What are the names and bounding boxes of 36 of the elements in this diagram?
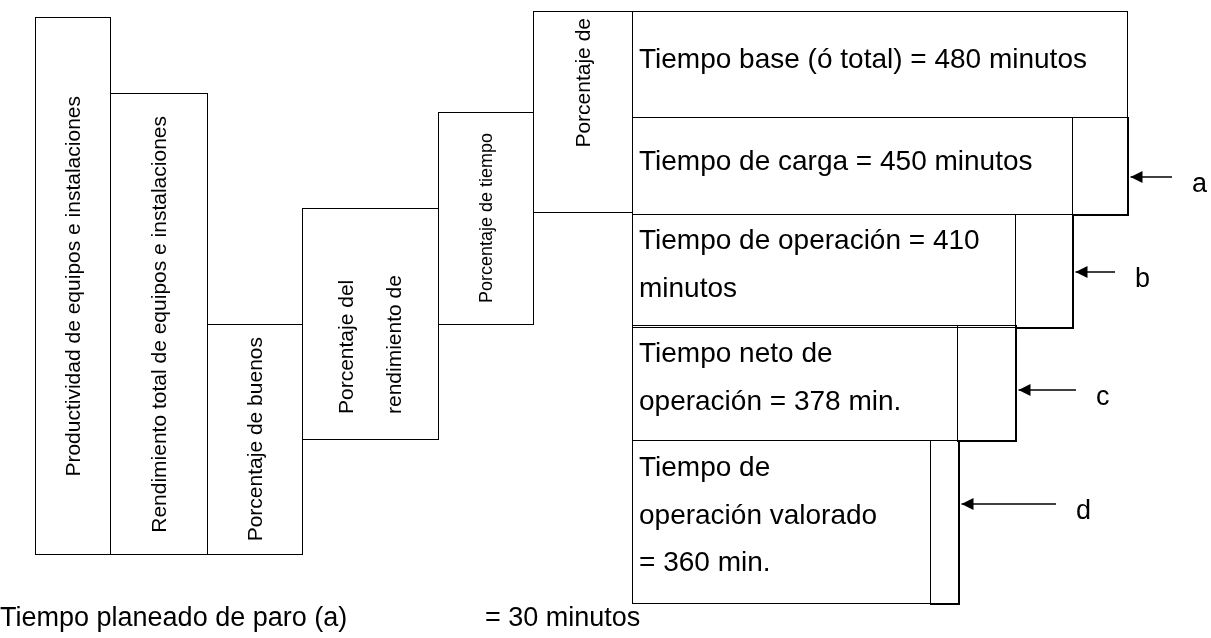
time-label: Tiempo de operación = 410 minutos: [638, 223, 981, 305]
bar-box: [302, 208, 439, 440]
vertical-label: Productividad de equipos e instalaciones: [61, 95, 85, 477]
bar-box: [438, 112, 534, 325]
time-label: Tiempo base (ó total) = 480 minutos: [638, 42, 1088, 76]
time-box: [632, 325, 1016, 441]
arrow: [1129, 171, 1173, 183]
letter-label: c: [1096, 381, 1110, 412]
loss-strip: [1071, 116, 1129, 216]
time-box: [632, 440, 959, 604]
arrow: [960, 498, 1057, 510]
bar-box: [533, 11, 633, 213]
bar-box: [207, 324, 303, 555]
vertical-label: Porcentaje de buenos: [243, 337, 267, 542]
vertical-label: Porcentaje de: [571, 18, 595, 148]
letter-label: b: [1135, 263, 1151, 294]
note-text: Tiempo planeado de paro (a): [0, 602, 348, 633]
letter-label: a: [1192, 168, 1208, 199]
loss-strip: [929, 439, 960, 605]
letter-label: d: [1076, 495, 1092, 526]
arrow: [1017, 384, 1077, 396]
note-text: = 30 minutos: [485, 602, 641, 633]
arrow: [1074, 266, 1116, 278]
bar-box: [110, 93, 208, 555]
time-label: Tiempo de operación valorado = 360 min.: [638, 450, 879, 580]
time-box: [632, 11, 1128, 118]
loss-strip: [956, 324, 1017, 442]
time-label: Tiempo de carga = 450 minutos: [638, 144, 1034, 178]
vertical-label: Porcentaje de tiempo: [475, 133, 497, 304]
time-box: [632, 214, 1073, 328]
time-label: Tiempo neto de operación = 378 min.: [638, 336, 903, 418]
loss-strip: [1014, 213, 1074, 329]
vertical-label: Porcentaje del rendimiento de: [333, 274, 407, 414]
vertical-label: Rendimiento total de equipos e instalaciones: [147, 115, 171, 533]
bar-box: [35, 17, 111, 555]
time-box: [632, 117, 1128, 215]
